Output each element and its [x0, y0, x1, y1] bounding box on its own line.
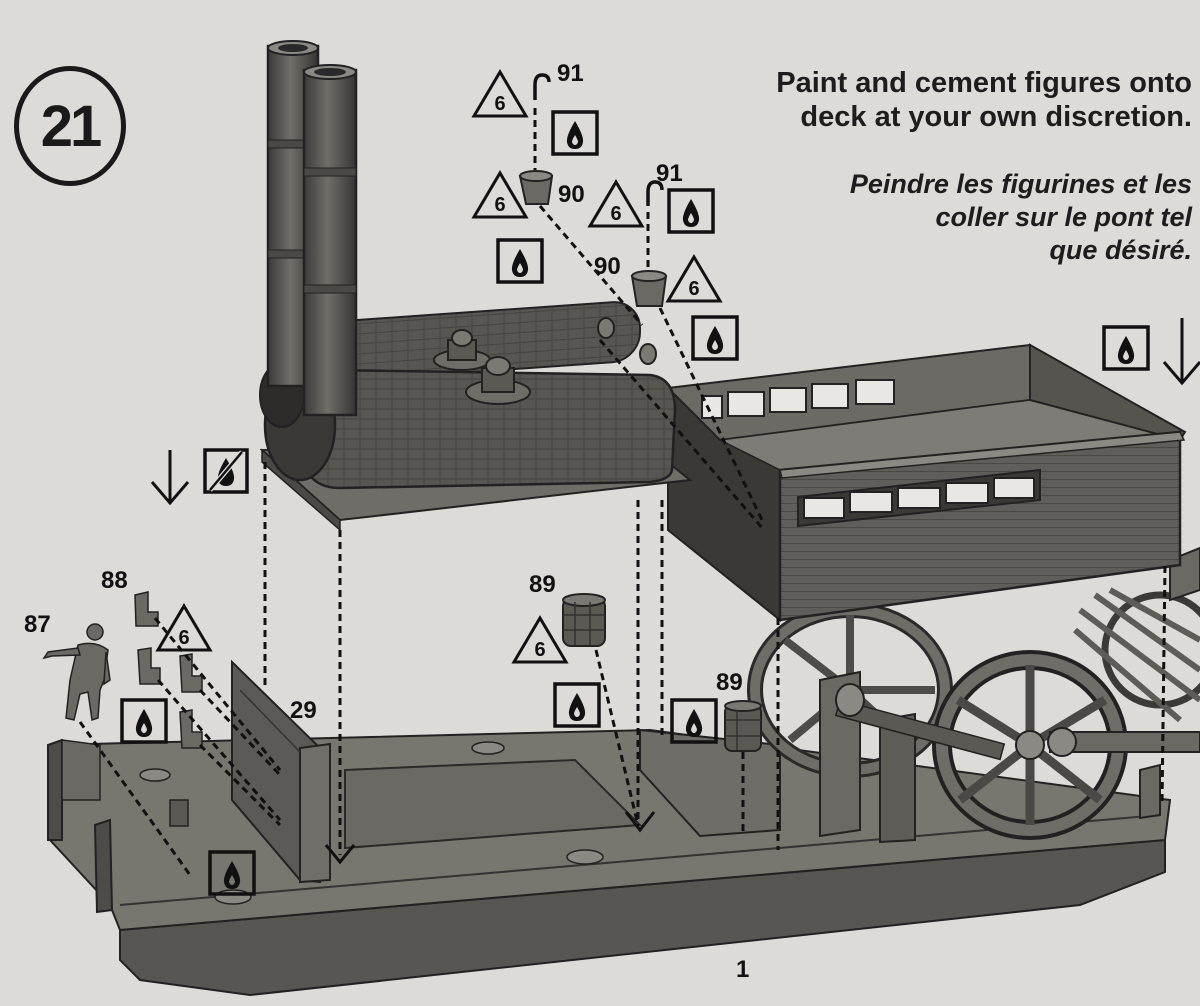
- guide-arrowheads: [324, 811, 656, 865]
- paddle-wheel-mechanism: [747, 546, 1200, 844]
- part-number-29: 29: [290, 697, 317, 724]
- barrel-part-89b: [724, 700, 762, 752]
- bucket-part-90b: [630, 270, 668, 307]
- handle-part-91a: [533, 73, 551, 100]
- part-number-90: 90: [558, 181, 585, 208]
- instruction-line: Peindre les figurines et les: [849, 169, 1192, 199]
- paint-code-label: 6: [688, 278, 699, 300]
- part-number-91: 91: [656, 160, 683, 187]
- paint-code-label: 6: [534, 639, 545, 661]
- instruction-line: Paint and cement figures onto: [776, 67, 1192, 99]
- part-number-90: 90: [594, 253, 621, 280]
- barrel-part-89a: [562, 593, 606, 647]
- paint-triangle-icon: [155, 69, 723, 664]
- instructions-english: Paint and cement figures onto deck at yo…: [672, 66, 1192, 134]
- part-number-89: 89: [529, 571, 556, 598]
- bucket-part-90a: [518, 170, 554, 205]
- paint-code-label: 6: [178, 627, 189, 649]
- part-number-87: 87: [24, 611, 51, 638]
- instruction-line: coller sur le pont tel: [935, 202, 1192, 232]
- handle-part-91b: [646, 180, 664, 206]
- part-number-1: 1: [736, 956, 749, 983]
- instruction-line: que désiré.: [1049, 235, 1192, 265]
- part-number-88: 88: [101, 567, 128, 594]
- paint-code-label: 6: [610, 203, 621, 225]
- step-number-badge: 21: [14, 66, 126, 186]
- instructions-french: Peindre les figurines et les coller sur …: [672, 168, 1192, 267]
- no-cement-icon: [203, 448, 249, 494]
- instruction-line: deck at your own discretion.: [800, 101, 1192, 133]
- cement-drop-icon: [120, 110, 1150, 896]
- figure-part-88: [134, 591, 203, 749]
- paint-code-label: 6: [494, 194, 505, 216]
- part-number-91: 91: [557, 60, 584, 87]
- paint-code-label: 6: [494, 93, 505, 115]
- down-arrow-icon: [150, 318, 1200, 506]
- deckhouse: [665, 343, 1187, 623]
- part-number-89: 89: [716, 669, 743, 696]
- assembly-guide-lines: [78, 108, 1167, 876]
- figure-part-87: [42, 623, 111, 721]
- boiler-assembly: [259, 40, 693, 532]
